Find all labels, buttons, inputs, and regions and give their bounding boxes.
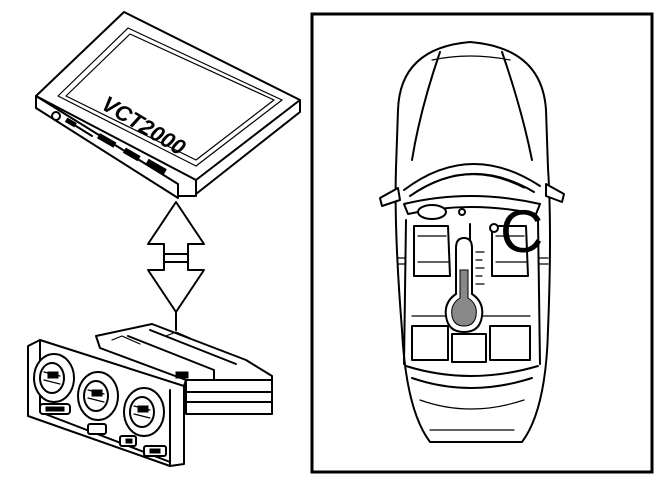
climate-control-panel [27, 323, 273, 467]
knob-left [33, 353, 75, 403]
thermometer-icon [444, 237, 485, 333]
mirror-left [379, 187, 401, 207]
mirror-right [545, 183, 565, 203]
knob-right [123, 387, 165, 437]
panel-marker-label: C [500, 198, 543, 265]
seat-rear-middle [451, 333, 487, 363]
seat-front-left [413, 225, 451, 277]
panel-button [87, 423, 107, 435]
bidirectional-arrow-icon [147, 201, 205, 331]
seat-rear-right [489, 325, 531, 361]
knob-middle [77, 371, 119, 421]
vct2000-device: VCT2000 [35, 11, 301, 199]
car-top-view [379, 41, 565, 443]
car-panel: C [310, 12, 654, 474]
seat-rear-left [411, 325, 449, 361]
seat-front-right [491, 225, 529, 277]
